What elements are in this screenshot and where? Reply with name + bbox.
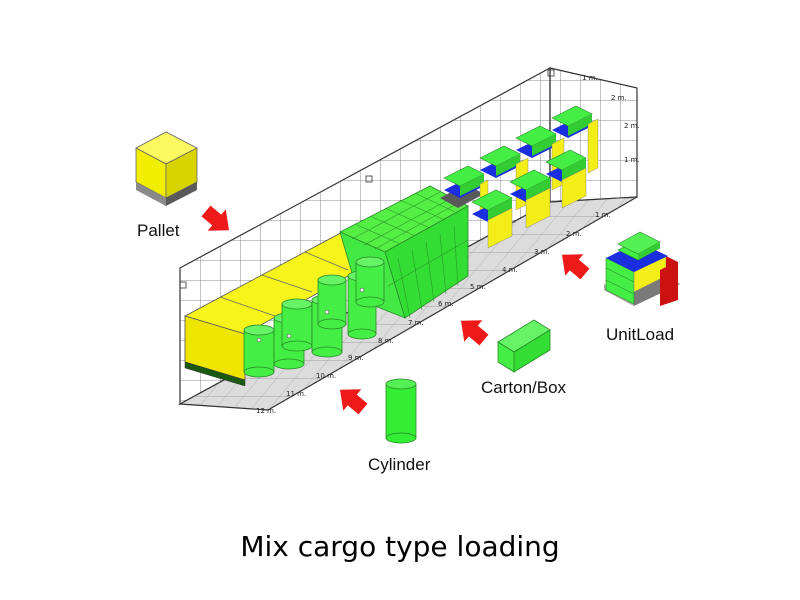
height-mark: 1 m. — [582, 74, 598, 82]
pallet-label: Pallet — [137, 221, 180, 240]
pallet-icon — [135, 131, 198, 206]
carton-label: Carton/Box — [481, 378, 567, 397]
arrow-unitload-icon — [553, 243, 594, 285]
unitload-cargo — [440, 165, 489, 217]
meter-mark: 9 m. — [348, 354, 364, 362]
cylinder-cargo-group — [243, 256, 385, 378]
unitload-label: UnitLoad — [606, 325, 675, 344]
meter-mark: 4 m. — [502, 266, 518, 274]
meter-mark: 5 m. — [470, 283, 486, 291]
meter-mark: 7 m. — [408, 319, 424, 327]
arrow-cylinder-icon — [331, 378, 372, 420]
pallet-cargo-block — [183, 227, 381, 387]
arrow-carton-icon — [452, 309, 493, 351]
cylinder-cargo — [281, 298, 313, 352]
unitload-cargo — [545, 149, 587, 209]
unitload-icon — [604, 231, 680, 306]
meter-mark: 3 m. — [534, 248, 550, 256]
unitload-cargo — [471, 189, 513, 249]
meter-mark: 11 m. — [286, 390, 307, 398]
height-mark: 1 m. — [624, 156, 640, 164]
height-mark: 2 m. — [624, 122, 640, 130]
unitload-cargo — [551, 105, 599, 174]
height-mark: 2 m. — [611, 94, 627, 102]
arrow-pallet-icon — [197, 200, 238, 242]
diagram-caption: Mix cargo type loading — [240, 530, 560, 563]
cylinder-cargo — [243, 324, 275, 378]
meter-mark: 1 m. — [595, 211, 611, 219]
carton-icon — [497, 319, 551, 373]
unitload-cargo — [509, 169, 551, 229]
unitload-cargo-group — [440, 105, 599, 249]
meter-mark: 6 m. — [438, 300, 454, 308]
cylinder-label: Cylinder — [368, 455, 431, 474]
cylinder-cargo — [355, 256, 385, 308]
meter-mark: 8 m. — [378, 337, 394, 345]
meter-mark: 12 m. — [256, 407, 277, 415]
cylinder-icon — [385, 378, 417, 444]
meter-mark: 2 m. — [566, 230, 582, 238]
meter-mark: 10 m. — [316, 372, 337, 380]
cylinder-cargo — [317, 274, 347, 330]
